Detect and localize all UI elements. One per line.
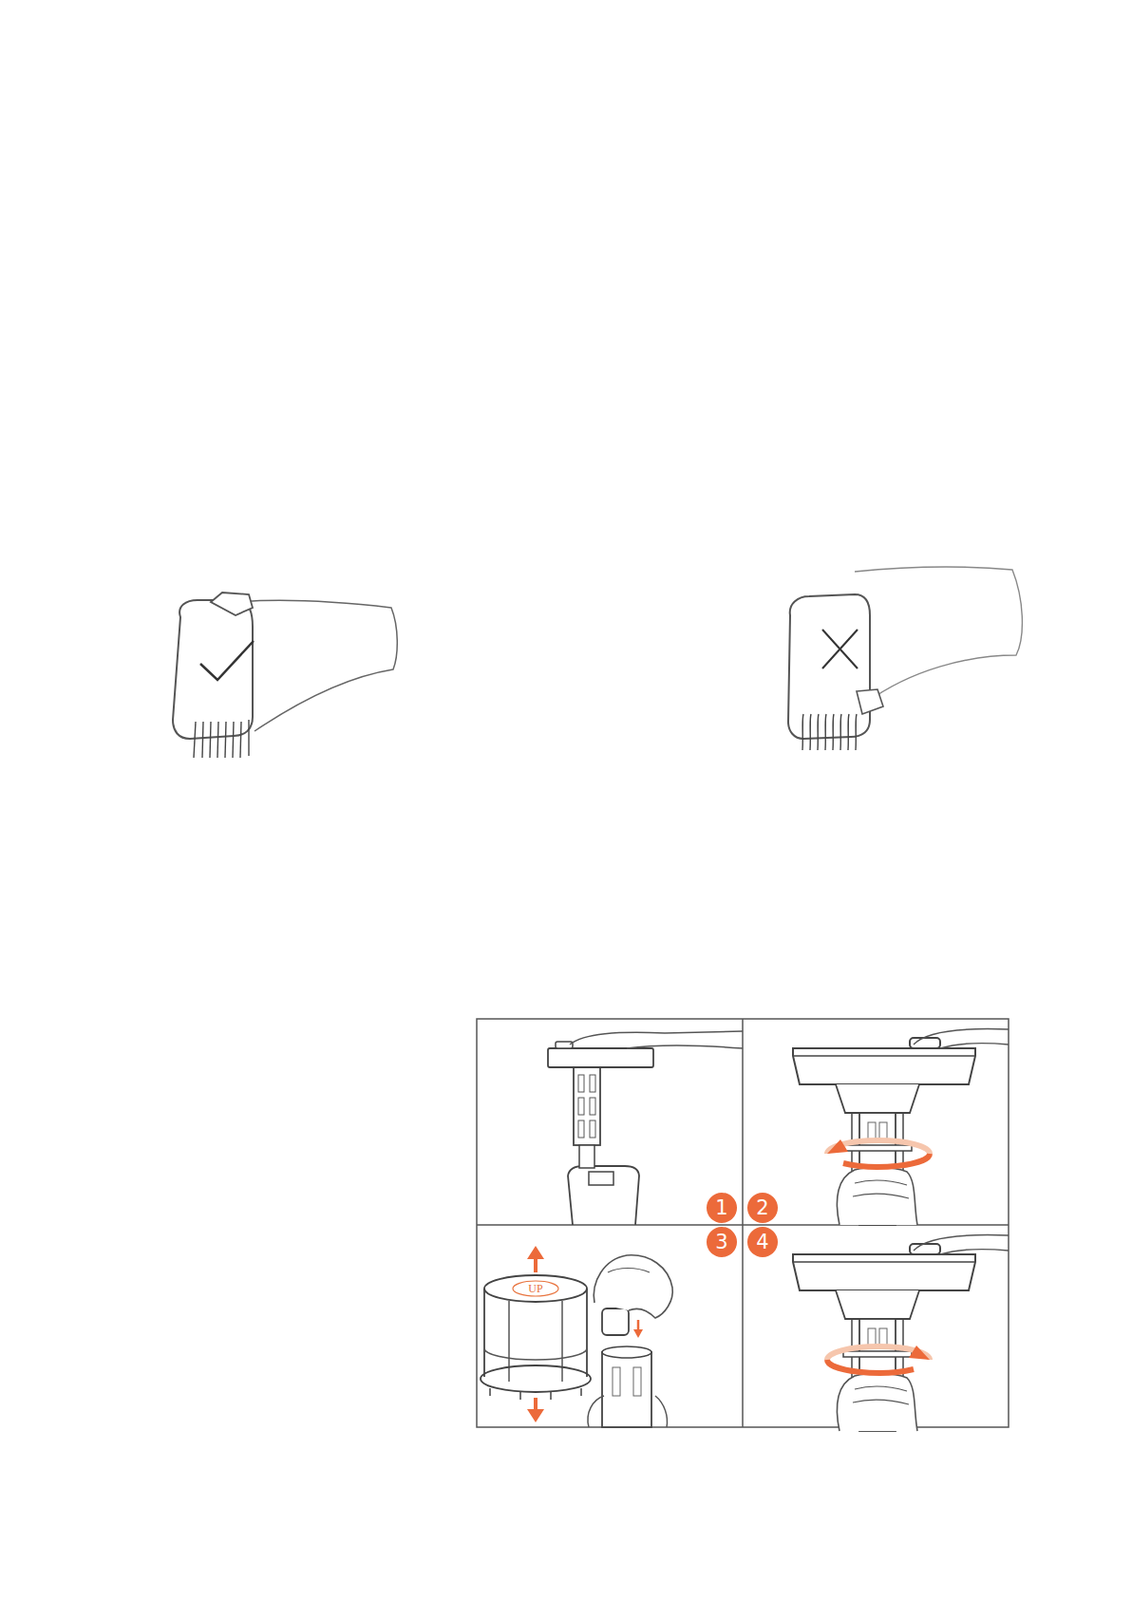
step-number: 1	[706, 1192, 737, 1224]
panel-2-illustration	[792, 1029, 1009, 1226]
step-number-text: 1	[715, 1198, 728, 1219]
panel-frame	[476, 1018, 1009, 1428]
step-number: 4	[747, 1226, 778, 1258]
step-number-text: 4	[755, 1232, 769, 1253]
correct-illustration	[172, 592, 397, 758]
wrong-illustration	[788, 566, 1022, 751]
part-marking: UP	[526, 1282, 545, 1295]
step-number-text: 3	[715, 1232, 728, 1253]
panel-1-illustration	[547, 1031, 743, 1226]
step-number: 2	[747, 1192, 778, 1224]
panel-4-illustration	[792, 1235, 1009, 1432]
panel-3-illustration	[480, 1245, 673, 1428]
step-number: 3	[706, 1226, 737, 1258]
step-number-text: 2	[755, 1198, 769, 1219]
